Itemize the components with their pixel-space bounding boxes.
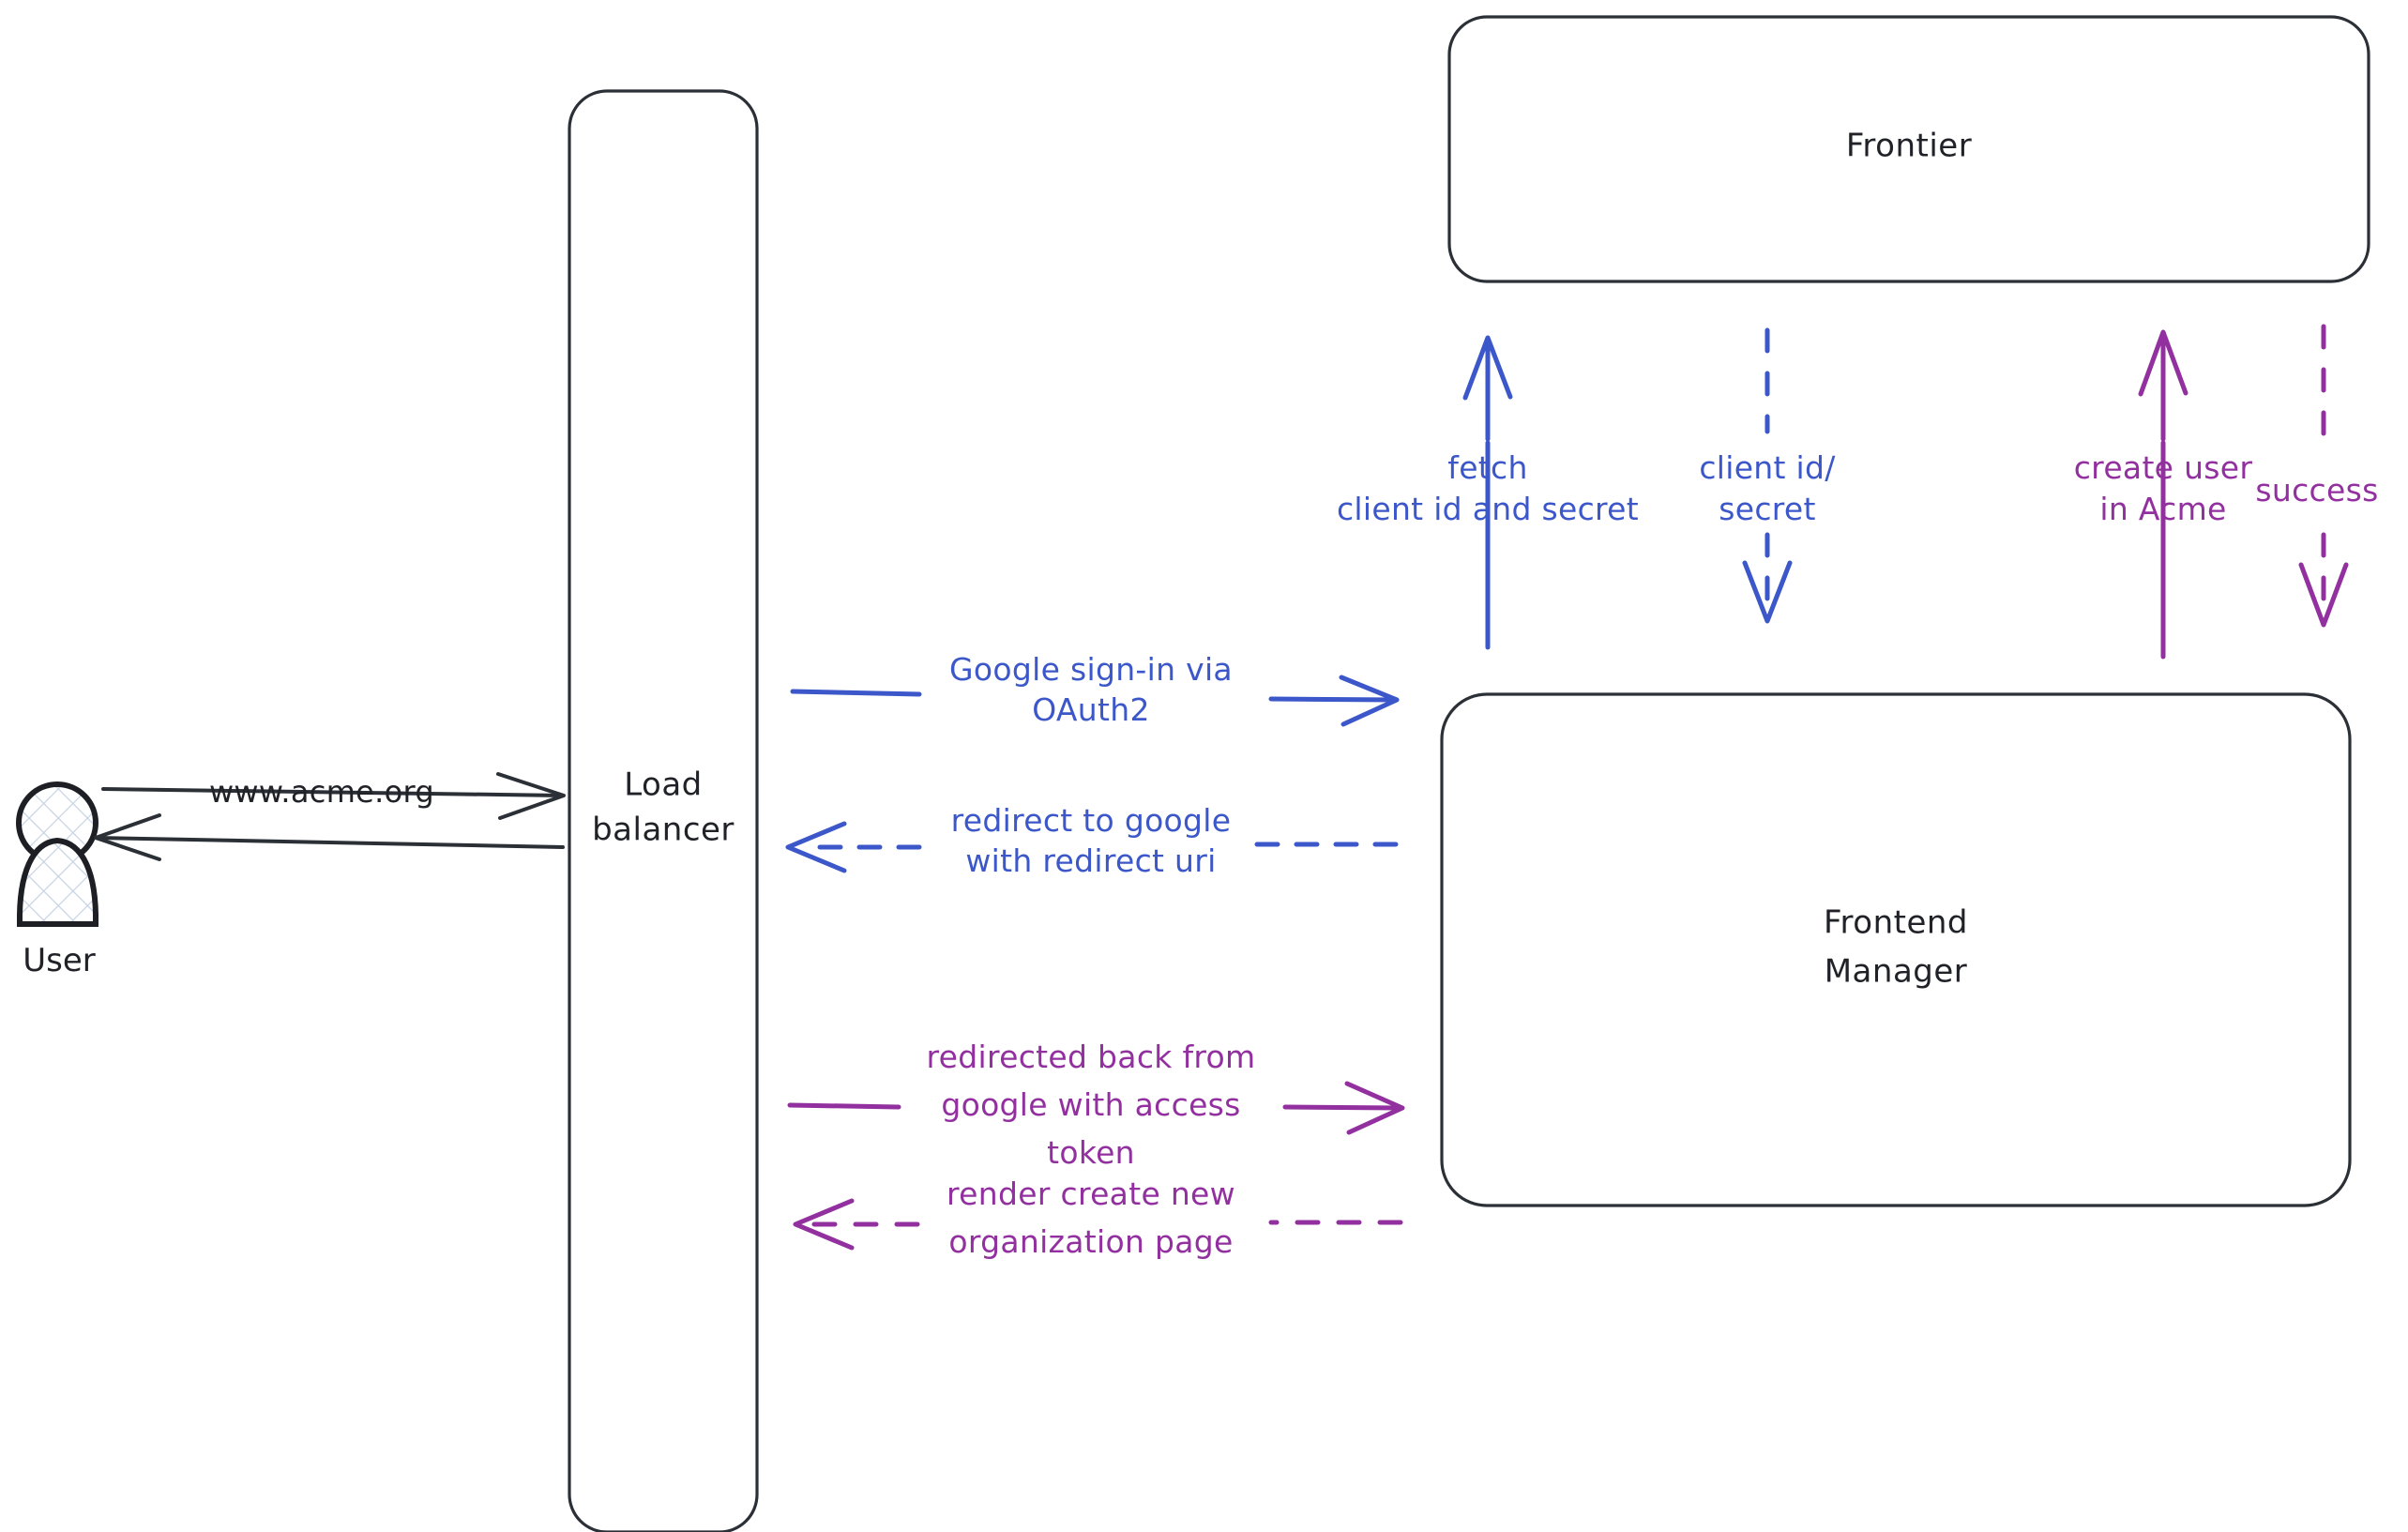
frontier-label-line1: Frontier xyxy=(1846,128,1972,165)
user-body-icon xyxy=(16,837,99,927)
edge-success[interactable]: success xyxy=(2255,324,2378,628)
edge-create-user-label-1: in Acme xyxy=(2099,491,2226,527)
edge-redirected-back-from-google-with-access-token[interactable]: redirected back from google with access … xyxy=(787,1039,1405,1171)
edge-create-user-label-0: create user xyxy=(2074,449,2253,486)
edge-user-to-load-balancer[interactable]: www.acme.org xyxy=(101,772,566,820)
edge-client-id-secret[interactable]: client id/ secret xyxy=(1699,327,1836,624)
frontend-manager-box xyxy=(1440,692,2352,1207)
edge-redirect-to-google-with-redirect-uri[interactable]: redirect to google with redirect uri xyxy=(785,802,1399,879)
edge-fetch-client-id-label-1: client id and secret xyxy=(1337,491,1639,527)
edge-success-label-0: success xyxy=(2255,472,2378,508)
edge-render-create-new-org-label-1: organization page xyxy=(948,1223,1233,1260)
edge-redirected-back-label-1: google with access xyxy=(941,1086,1240,1123)
edge-render-create-new-org-label-0: render create new xyxy=(947,1176,1235,1212)
frontend-manager-node[interactable]: Frontend Manager xyxy=(1440,692,2352,1207)
edge-render-create-new-organization-page[interactable]: render create new organization page xyxy=(793,1176,1403,1260)
load-balancer-label-line1: Load xyxy=(624,766,703,804)
edge-google-sign-in-label-0: Google sign-in via xyxy=(949,651,1233,688)
edge-redirected-back-label-2: token xyxy=(1047,1134,1135,1171)
edge-google-sign-in-label-1: OAuth2 xyxy=(1032,691,1150,728)
frontier-box xyxy=(1447,15,2370,283)
load-balancer-label-line2: balancer xyxy=(592,812,735,849)
load-balancer-node[interactable]: Load balancer xyxy=(568,89,759,1532)
load-balancer-box xyxy=(568,89,759,1532)
edge-client-id-secret-label-1: secret xyxy=(1719,491,1816,527)
edge-redirect-to-google-label-1: with redirect uri xyxy=(965,842,1216,879)
edge-fetch-client-id-label-0: fetch xyxy=(1447,449,1527,486)
frontend-manager-label-line2: Manager xyxy=(1825,953,1968,991)
edge-google-sign-in-via-oauth2[interactable]: Google sign-in via OAuth2 xyxy=(790,651,1400,728)
edge-user-to-load-balancer-label-0: www.acme.org xyxy=(209,774,434,810)
edge-load-balancer-to-user[interactable] xyxy=(94,813,565,861)
edge-create-user-in-acme[interactable]: create user in Acme xyxy=(2074,329,2253,660)
user-actor-label: User xyxy=(23,942,96,979)
edge-fetch-client-id-and-secret[interactable]: fetch client id and secret xyxy=(1337,335,1639,650)
edge-redirected-back-label-0: redirected back from xyxy=(927,1039,1256,1075)
frontend-manager-label-line1: Frontend xyxy=(1824,904,1968,942)
edge-redirect-to-google-label-0: redirect to google xyxy=(951,802,1232,839)
edge-client-id-secret-label-0: client id/ xyxy=(1699,449,1836,486)
user-actor[interactable]: User xyxy=(16,781,99,979)
frontier-node[interactable]: Frontier xyxy=(1447,15,2370,283)
